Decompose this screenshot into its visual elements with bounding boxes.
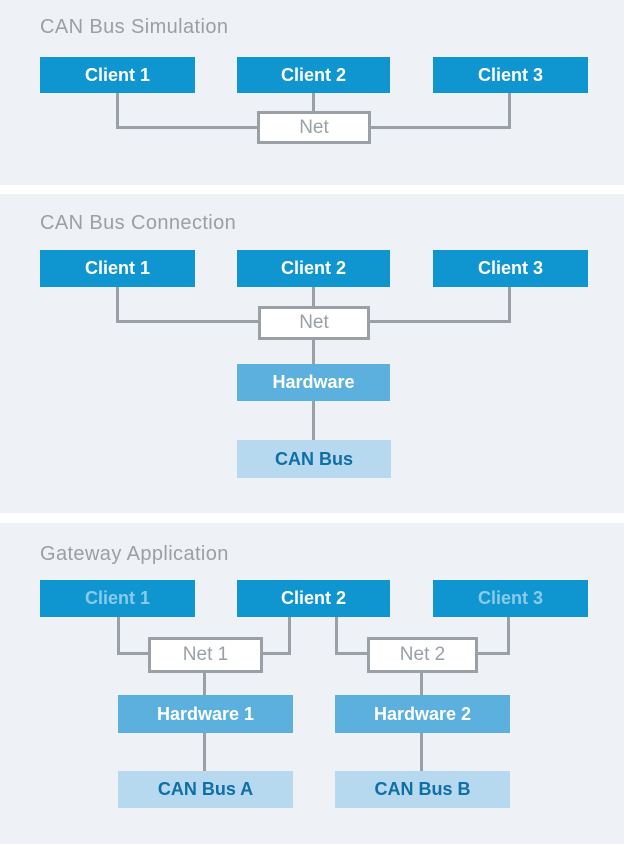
node-net-1: Net 1: [148, 637, 263, 673]
node-client-1: Client 1: [40, 580, 195, 617]
connector-client1-net-horizontal: [116, 126, 261, 129]
node-can-bus-a: CAN Bus A: [118, 771, 293, 808]
node-net-2: Net 2: [367, 637, 478, 673]
connector-client3-net-vertical: [508, 287, 511, 323]
connector-net-hardware: [312, 340, 315, 364]
node-hardware: Hardware: [237, 364, 390, 401]
connector-client1-net-horizontal: [116, 320, 262, 323]
connector-client3-net-horizontal: [368, 126, 511, 129]
connector-client2-net-vertical: [312, 287, 315, 306]
connector-client2-net1-horizontal: [263, 652, 291, 655]
node-net: Net: [258, 306, 370, 340]
panel-divider: [0, 513, 624, 523]
connector-client1-net-vertical: [116, 287, 119, 323]
node-client-1: Client 1: [40, 250, 195, 287]
panel-divider: [0, 185, 624, 194]
node-can-bus-b: CAN Bus B: [335, 771, 510, 808]
node-client-3: Client 3: [433, 57, 588, 93]
panel-gateway-application: Gateway Application Client 1 Client 2 Cl…: [0, 523, 624, 844]
node-client-2: Client 2: [237, 57, 390, 93]
connector-client2-net2-horizontal: [338, 652, 367, 655]
node-net: Net: [257, 111, 371, 144]
connector-client3-net2-vertical: [507, 617, 510, 655]
connector-net2-hardware2: [420, 673, 423, 695]
panel-title: CAN Bus Simulation: [40, 16, 229, 38]
panel-title: CAN Bus Connection: [40, 212, 237, 234]
node-hardware-2: Hardware 2: [335, 695, 510, 733]
connector-client1-net-vertical: [116, 93, 119, 129]
connector-client3-net2-horizontal: [478, 652, 510, 655]
connector-client3-net-vertical: [508, 93, 511, 129]
connector-net1-hardware1: [203, 673, 206, 695]
connector-client2-net-vertical: [312, 93, 315, 112]
node-client-3: Client 3: [433, 250, 588, 287]
connector-hardware1-canbusA: [203, 733, 206, 771]
panel-can-bus-simulation: CAN Bus Simulation Client 1 Client 2 Cli…: [0, 0, 624, 185]
connector-client1-net1-horizontal: [117, 652, 148, 655]
node-client-1: Client 1: [40, 57, 195, 93]
connector-client2-net2-vertical: [335, 617, 338, 655]
node-client-3: Client 3: [433, 580, 588, 617]
node-client-2: Client 2: [237, 250, 390, 287]
node-client-2: Client 2: [237, 580, 390, 617]
node-hardware-1: Hardware 1: [118, 695, 293, 733]
connector-client1-net1-vertical: [117, 617, 120, 655]
connector-hardware-canbus: [312, 401, 315, 440]
panel-can-bus-connection: CAN Bus Connection Client 1 Client 2 Cli…: [0, 194, 624, 513]
connector-hardware2-canbusB: [420, 733, 423, 771]
connector-client3-net-horizontal: [369, 320, 511, 323]
panel-title: Gateway Application: [40, 543, 229, 565]
connector-client2-net1-vertical: [288, 617, 291, 655]
node-can-bus: CAN Bus: [237, 440, 391, 478]
